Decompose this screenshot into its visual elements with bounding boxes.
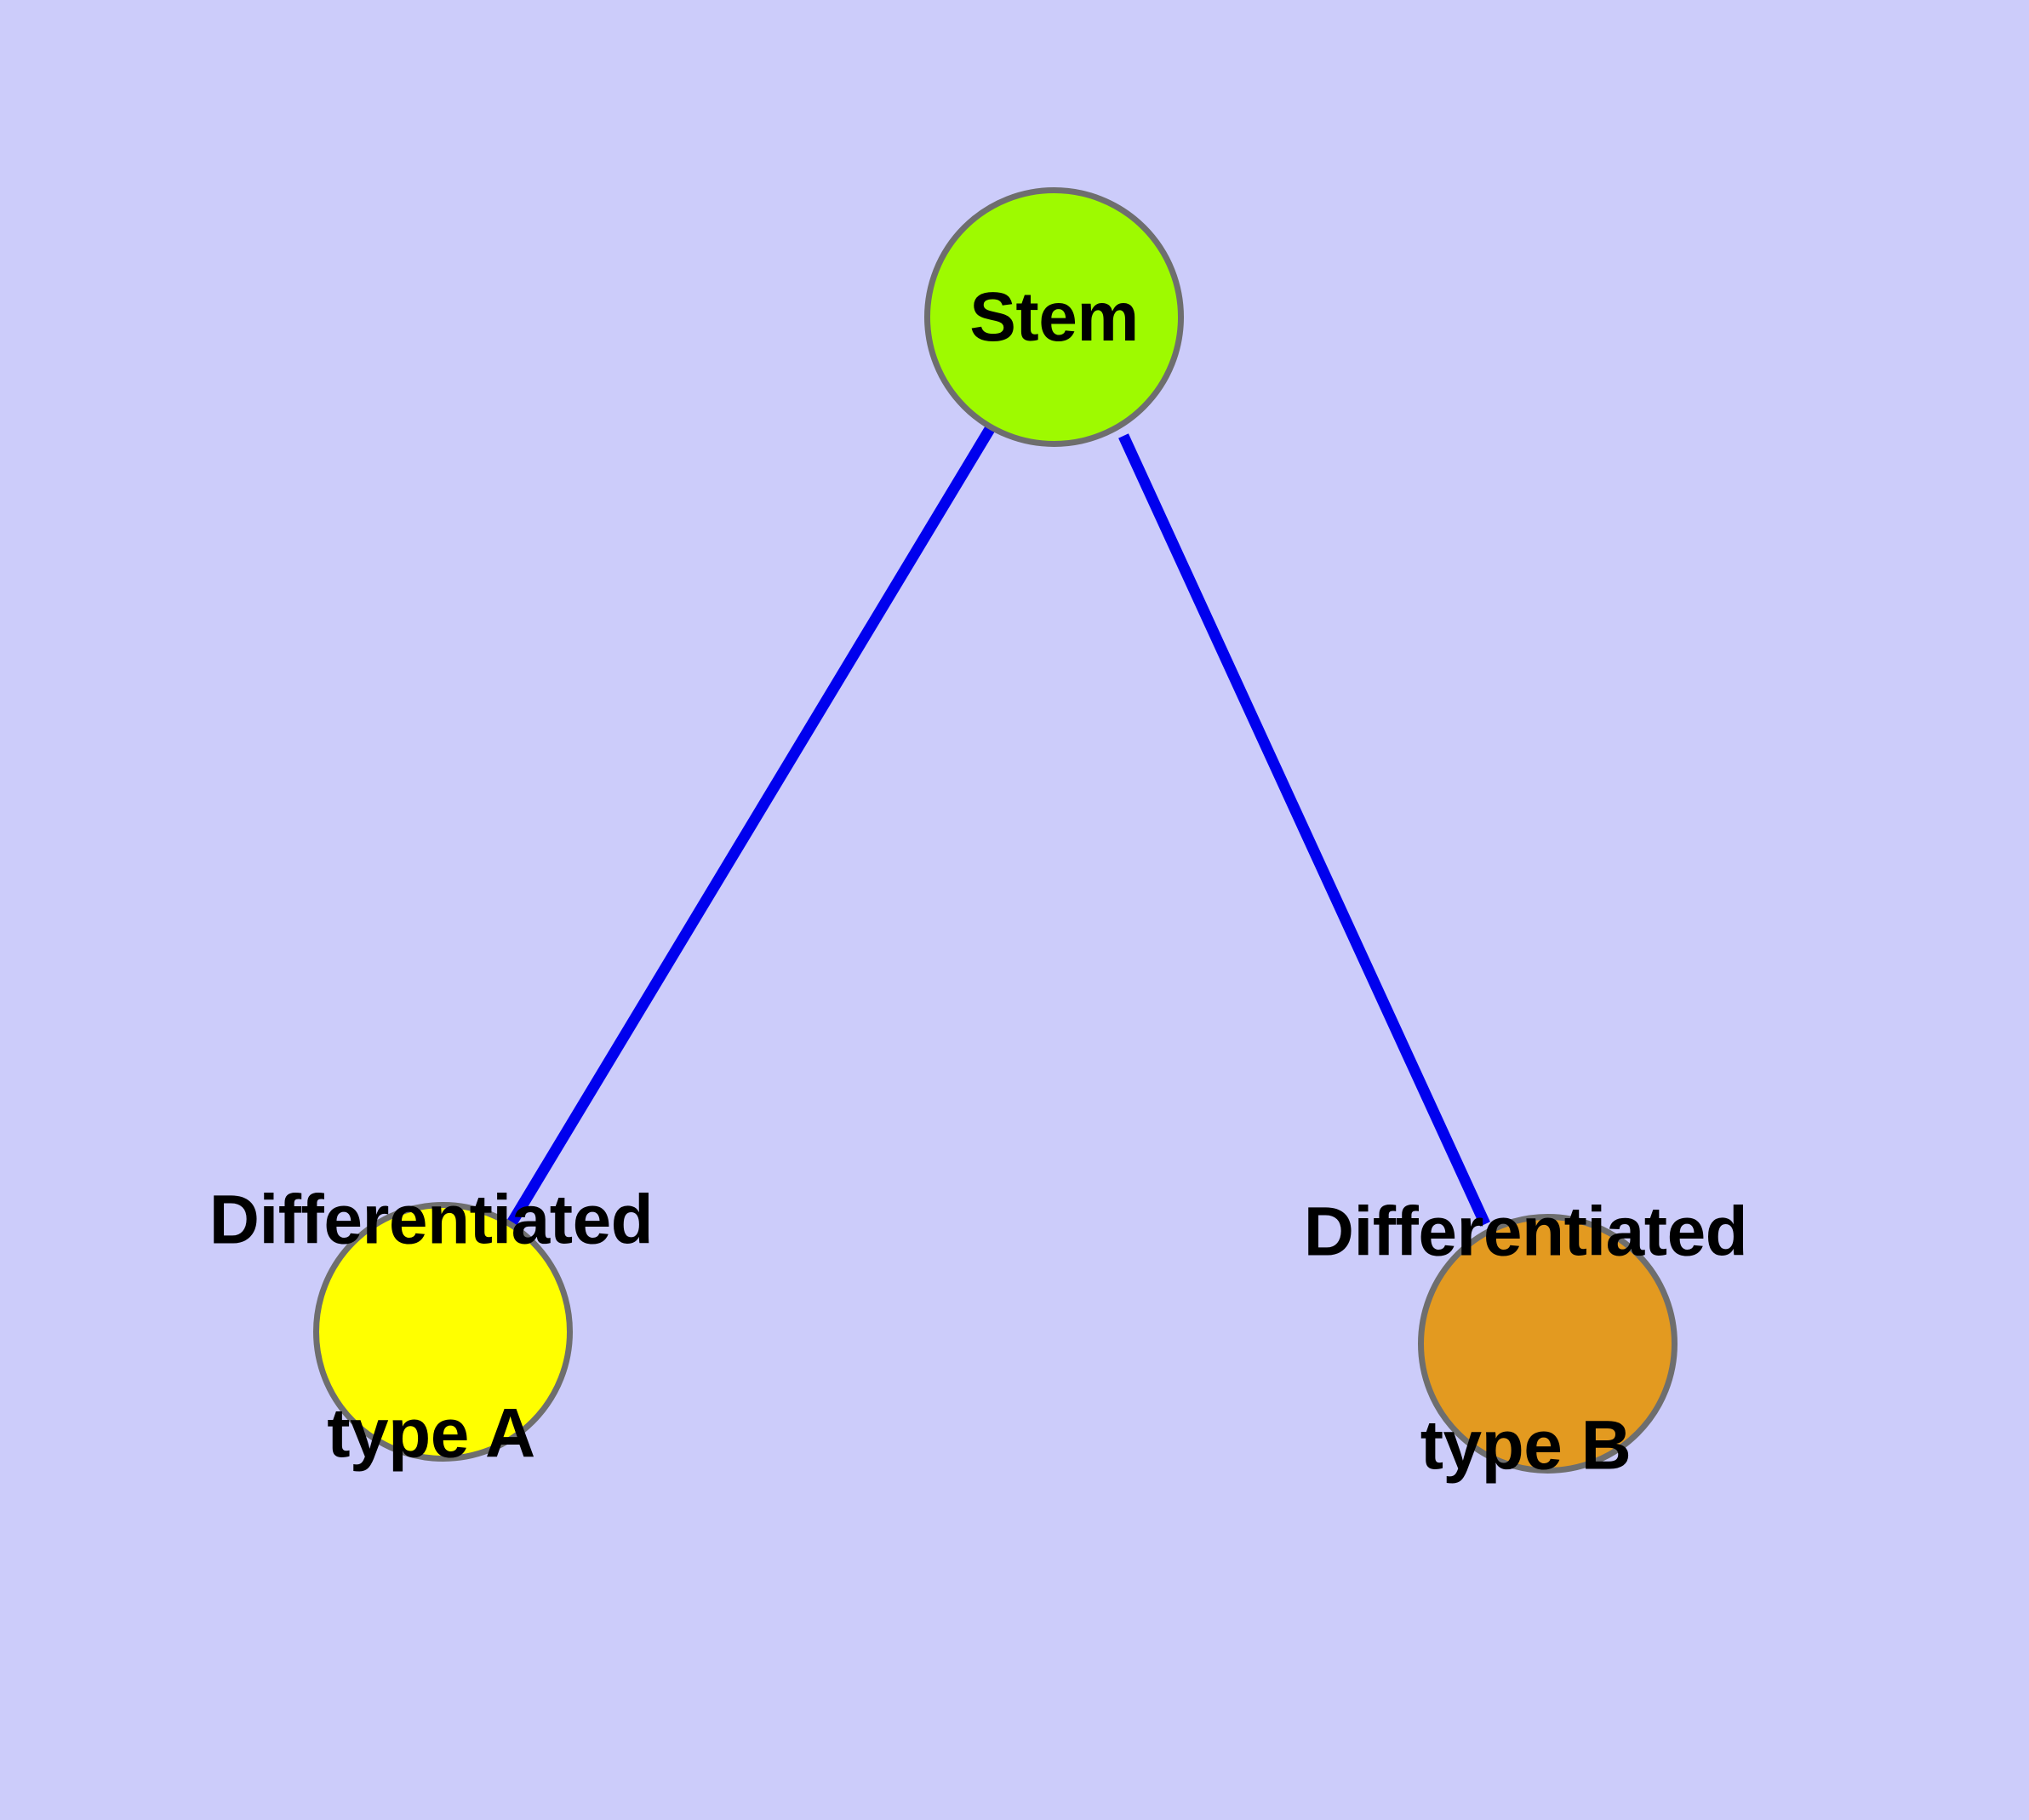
node-differentiated-type-a[interactable]: Differentiated type A [209, 1184, 654, 1468]
node-stem-label: Stem [969, 139, 1139, 495]
node-differentiated-type-b-label-line-2: type B [1420, 1406, 1632, 1485]
node-differentiated-type-a-label-line-1: Differentiated [209, 1181, 654, 1259]
node-differentiated-type-b-label-line-1: Differentiated [1303, 1193, 1748, 1271]
node-differentiated-type-b[interactable]: Differentiated type B [1304, 1196, 1748, 1480]
node-stem-label-line-1: Stem [969, 278, 1139, 356]
node-differentiated-type-b-label: Differentiated type B [1304, 1054, 1748, 1623]
node-differentiated-type-a-label-line-2: type A [327, 1394, 535, 1473]
node-stem[interactable]: Stem [924, 187, 1184, 447]
edge-stem-to-differentiated-b[interactable] [1118, 433, 1490, 1227]
node-differentiated-type-a-label: Differentiated type A [209, 1042, 654, 1611]
edge-stem-to-differentiated-a[interactable] [506, 426, 995, 1227]
